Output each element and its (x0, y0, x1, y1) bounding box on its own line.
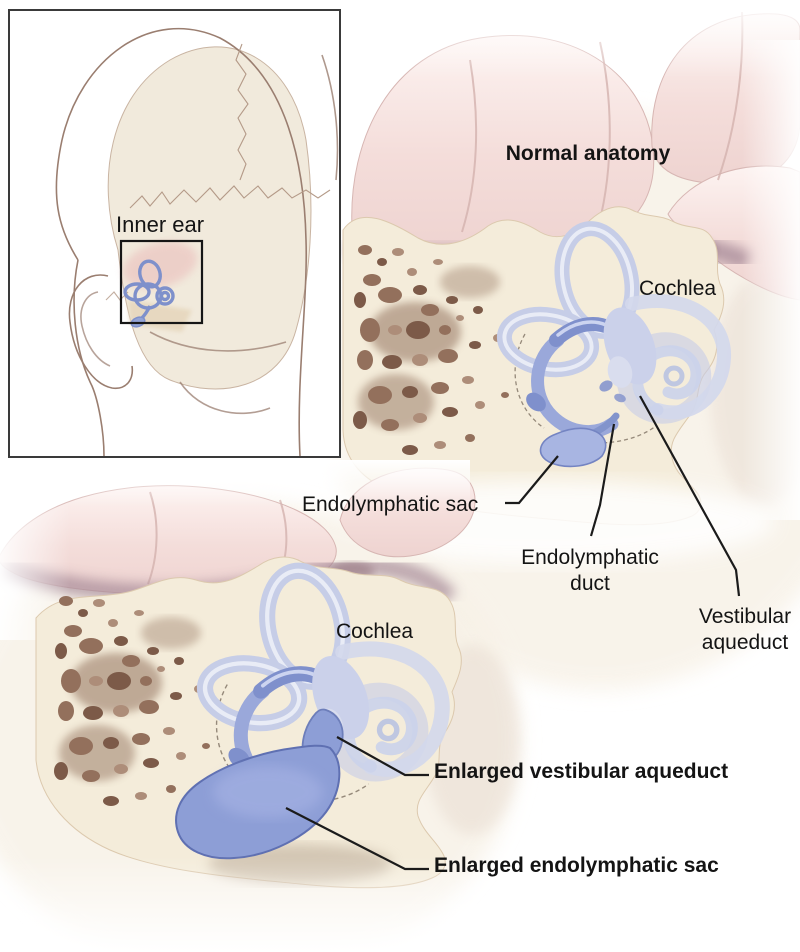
leader-lines (285, 395, 741, 871)
endolymphatic-duct-label: Endolymphatic duct (500, 545, 680, 597)
enlarged-vestibular-aqueduct-label: Enlarged vestibular aqueduct (434, 760, 729, 783)
vestibular-aqueduct-leader (639, 395, 741, 597)
cochlea-label-enlarged: Cochlea (336, 620, 414, 643)
vestibular-aqueduct-label-line2: aqueduct (701, 631, 789, 654)
endolymphatic-duct-label-line1: Endolymphatic (521, 546, 659, 569)
enlarged-panel-art (0, 460, 530, 952)
cochlea-label-normal: Cochlea (639, 277, 717, 300)
head-illustration (55, 27, 339, 457)
enlarged-endolymphatic-sac-label: Enlarged endolymphatic sac (434, 854, 719, 877)
ear (68, 274, 134, 390)
enlarged-vestibular-aqueduct-leader (336, 736, 429, 777)
inner-ear-label: Inner ear (116, 212, 205, 237)
inner-ear-locator-box (119, 239, 204, 325)
endolymphatic-duct-leader (589, 423, 616, 537)
endolymphatic-sac-label: Endolymphatic sac (302, 493, 479, 516)
normal-anatomy-title: Normal anatomy (505, 142, 671, 165)
inset-panel (8, 9, 341, 458)
normal-panel-art (305, 0, 800, 690)
vestibular-aqueduct-label-line1: Vestibular (698, 605, 792, 628)
endolymphatic-duct-label-line2: duct (570, 572, 610, 595)
vestibular-aqueduct-label: Vestibular aqueduct (655, 604, 800, 656)
brain-gyri-normal (351, 11, 800, 301)
endolymphatic-sac-leader (505, 455, 559, 505)
enlarged-endolymphatic-sac-leader (285, 807, 429, 871)
